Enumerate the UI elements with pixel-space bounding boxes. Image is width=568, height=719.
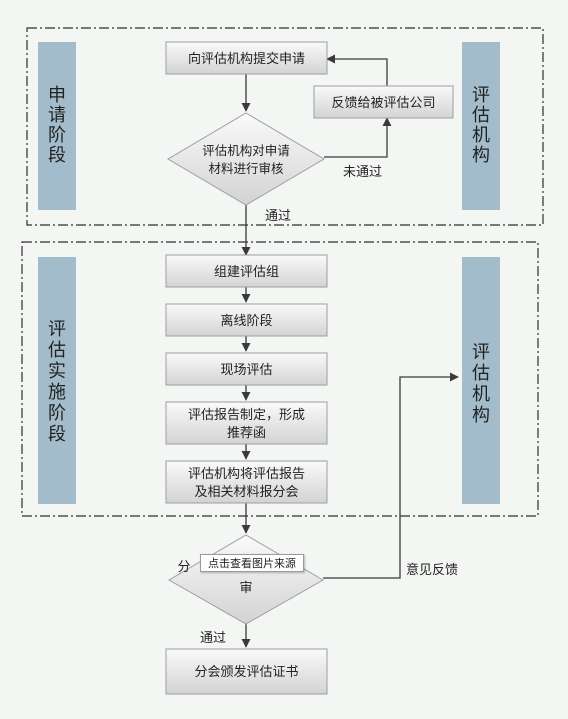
submit-application-box [165,41,328,75]
image-source-tooltip[interactable]: 点击查看图片来源 [200,554,304,572]
branch-review-fragment-bottom: 审 [239,581,252,596]
certificate-label: 分会颁发评估证书 [194,664,298,680]
implement-stage-char: 估 [48,340,66,361]
apply-stage-frame [26,27,544,226]
review-label-line2: 材料进行审核 [208,161,284,176]
implement-stage-char: 评 [48,319,66,340]
submit-report-label-line2: 及相关材料报分会 [194,485,298,500]
agency-top-char: 构 [472,145,490,166]
form-group-box [165,254,328,288]
apply-stage-bar [38,42,76,210]
submit-application-label: 向评估机构提交申请 [188,51,305,67]
implement-stage-char: 阶 [48,403,66,424]
opinion-feedback-label: 意见反馈 [406,562,458,578]
agency-top-char: 估 [472,105,490,126]
feedback-label: 反馈给被评估公司 [331,96,435,111]
edge-review-not-passed [324,117,392,158]
agency-top-bar [462,42,500,210]
implement-stage-frame [21,241,539,517]
agency-top-char: 机 [472,125,490,146]
agency-bottom-char: 估 [472,363,490,384]
apply-stage-char: 段 [48,145,66,166]
certificate-box [165,648,328,695]
submit-report-label-line1: 评估机构将评估报告 [188,467,305,482]
apply-stage-char: 申 [48,85,66,106]
branch-review-diamond [168,534,324,625]
apply-stage-char: 阶 [48,125,66,146]
edge-opinion-feedback [323,372,459,579]
not-passed-label: 未通过 [343,165,382,180]
branch-review-fragment-left: 分 [177,560,190,575]
feedback-box [313,85,454,119]
edge-feedback-to-submit [326,54,388,86]
report-box [165,401,328,445]
onsite-box [165,352,328,386]
apply-stage-char: 请 [48,105,66,126]
agency-bottom-bar [462,257,500,504]
agency-bottom-char: 构 [472,405,490,426]
offline-label: 离线阶段 [220,313,272,329]
report-label-line1: 评估报告制定，形成 [188,408,305,423]
form-group-label: 组建评估组 [214,265,279,280]
review-diamond [167,112,325,206]
agency-bottom-char: 机 [472,384,490,405]
submit-report-box [165,460,328,504]
passed-bottom-label: 通过 [200,631,226,646]
offline-box [165,303,328,337]
onsite-label: 现场评估 [220,363,272,378]
report-label-line2: 推荐函 [227,426,266,441]
review-label-line1: 评估机构对申请 [202,143,290,158]
agency-top-char: 评 [472,85,490,106]
passed-top-label: 通过 [265,209,291,224]
implement-stage-char: 实 [48,361,66,382]
agency-bottom-char: 评 [472,342,490,363]
implement-stage-char: 施 [48,382,66,403]
implement-stage-bar [38,257,76,504]
implement-stage-char: 段 [48,424,66,445]
